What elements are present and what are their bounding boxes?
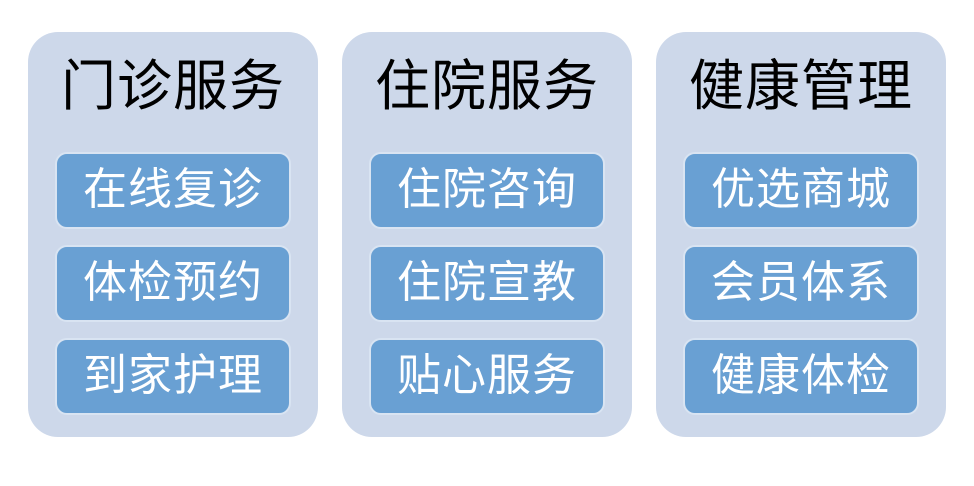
inpatient-services-panel: 住院服务 住院咨询 住院宣教 贴心服务 — [342, 32, 632, 437]
inpatient-consultation-button[interactable]: 住院咨询 — [369, 152, 605, 229]
health-checkup-button[interactable]: 健康体检 — [683, 338, 919, 415]
inpatient-services-items: 住院咨询 住院宣教 贴心服务 — [342, 152, 632, 415]
outpatient-services-title: 门诊服务 — [60, 56, 285, 117]
health-management-panel: 健康管理 优选商城 会员体系 健康体检 — [656, 32, 946, 437]
inpatient-services-title: 住院服务 — [374, 56, 599, 117]
online-followup-button[interactable]: 在线复诊 — [55, 152, 291, 229]
home-nursing-button[interactable]: 到家护理 — [55, 338, 291, 415]
preferred-mall-button[interactable]: 优选商城 — [683, 152, 919, 229]
health-management-title: 健康管理 — [688, 56, 913, 117]
outpatient-services-items: 在线复诊 体检预约 到家护理 — [28, 152, 318, 415]
caring-service-button[interactable]: 贴心服务 — [369, 338, 605, 415]
inpatient-education-button[interactable]: 住院宣教 — [369, 245, 605, 322]
health-management-items: 优选商城 会员体系 健康体检 — [656, 152, 946, 415]
outpatient-services-panel: 门诊服务 在线复诊 体检预约 到家护理 — [28, 32, 318, 437]
membership-system-button[interactable]: 会员体系 — [683, 245, 919, 322]
checkup-appointment-button[interactable]: 体检预约 — [55, 245, 291, 322]
